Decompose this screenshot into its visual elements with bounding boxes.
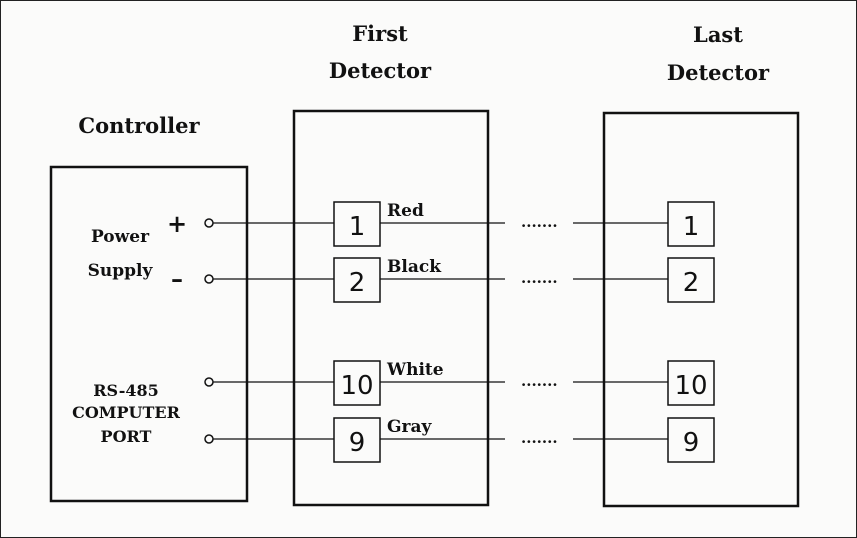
wire-continuation-dots: ....... bbox=[521, 213, 558, 231]
port-label-line2: COMPUTER bbox=[72, 403, 180, 422]
first-detector-box bbox=[292, 109, 490, 507]
minus-sign: – bbox=[171, 264, 183, 293]
last-terminal-number: 2 bbox=[683, 268, 700, 298]
first-terminal-number: 9 bbox=[349, 428, 366, 458]
plus-sign: + bbox=[167, 209, 187, 238]
wire-continuation-dots: ....... bbox=[521, 429, 558, 447]
last-terminal-box bbox=[667, 417, 715, 463]
controller-title: Controller bbox=[78, 113, 200, 138]
first-detector-title-line2: Detector bbox=[329, 58, 432, 83]
last-terminal-number: 9 bbox=[683, 428, 700, 458]
terminal-circle bbox=[204, 218, 214, 228]
first-terminal-number: 10 bbox=[340, 371, 373, 401]
wire-continuation-dots: ....... bbox=[521, 269, 558, 287]
first-terminal-number: 1 bbox=[349, 212, 366, 242]
first-terminal-number: 2 bbox=[349, 268, 366, 298]
controller-box bbox=[49, 165, 249, 503]
first-terminal-box bbox=[333, 257, 381, 303]
last-terminal-box bbox=[667, 201, 715, 247]
first-terminal-box bbox=[333, 360, 381, 406]
terminal-circle bbox=[204, 377, 214, 387]
first-terminal-box bbox=[333, 201, 381, 247]
last-terminal-number: 1 bbox=[683, 212, 700, 242]
last-detector-box bbox=[602, 111, 800, 508]
port-label-line1: RS-485 bbox=[93, 381, 158, 400]
power-label-line2: Supply bbox=[88, 261, 154, 281]
wire-row-black: 2 Black ....... 2 bbox=[204, 257, 715, 303]
wire-row-red: 1 Red ....... 1 bbox=[204, 201, 715, 247]
wire-color-label: White bbox=[386, 360, 444, 380]
first-detector-title-line1: First bbox=[352, 21, 408, 46]
wire-color-label: Gray bbox=[387, 417, 432, 437]
last-detector-title-line1: Last bbox=[693, 22, 743, 47]
terminal-circle bbox=[204, 434, 214, 444]
wire-continuation-dots: ....... bbox=[521, 372, 558, 390]
terminal-circle bbox=[204, 274, 214, 284]
wire-color-label: Black bbox=[387, 257, 442, 277]
power-label-line1: Power bbox=[91, 227, 150, 247]
last-terminal-box bbox=[667, 360, 715, 406]
last-detector-title-line2: Detector bbox=[667, 60, 770, 85]
first-terminal-box bbox=[333, 417, 381, 463]
wire-color-label: Red bbox=[387, 201, 424, 221]
wire-row-gray: 9 Gray ....... 9 bbox=[204, 417, 715, 463]
port-label-line3: PORT bbox=[101, 427, 152, 446]
last-terminal-box bbox=[667, 257, 715, 303]
wire-row-white: 10 White ....... 10 bbox=[204, 360, 715, 406]
last-terminal-number: 10 bbox=[674, 371, 707, 401]
